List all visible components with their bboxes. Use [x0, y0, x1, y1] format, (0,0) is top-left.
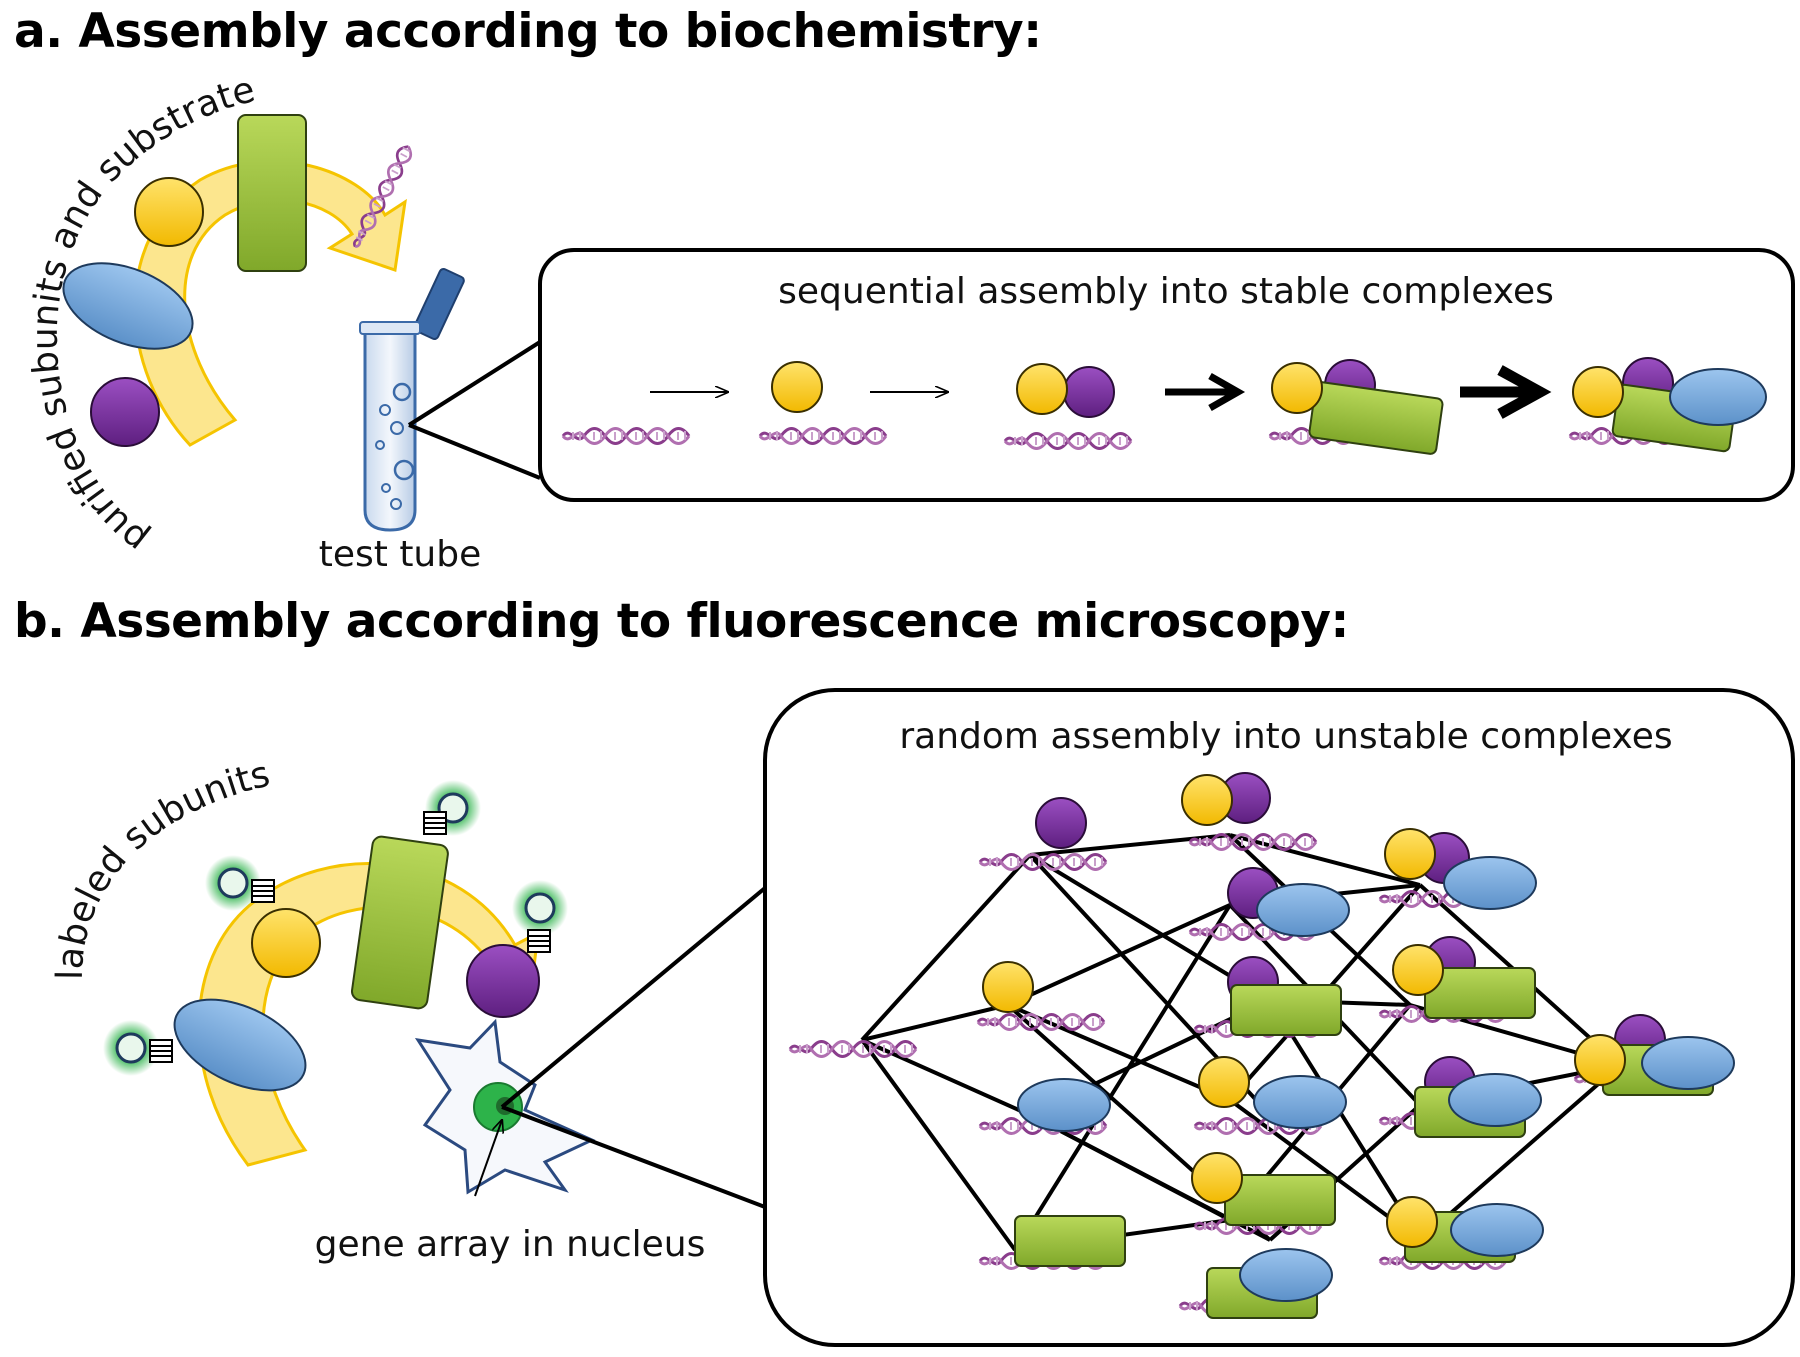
yellow-subunit-icon: [251, 908, 321, 978]
zoom-lines-a: [407, 340, 542, 480]
sequential-assembly-caption: sequential assembly into stable complexe…: [778, 271, 1554, 312]
step-4-complex: [1268, 359, 1444, 455]
test-tube-label: test tube: [319, 534, 482, 575]
curved-arrow-a: [133, 159, 407, 447]
panel-a-input-illustration: test tube purified subunits and substrat…: [25, 69, 481, 575]
panel-b-title: b. Assembly according to fluorescence mi…: [14, 594, 1349, 649]
yellow-subunit-icon: [134, 177, 204, 247]
purple-subunit-icon: [90, 377, 160, 447]
zoom-lines-b: [500, 886, 767, 1209]
fluorescent-label-icon: [205, 855, 275, 911]
random-assembly-box: random assembly into unstable complexes: [763, 688, 1795, 1347]
step-arrow-4: [1460, 365, 1552, 419]
step-arrow-3: [1165, 372, 1246, 412]
fluorescent-label-icon: [512, 880, 568, 953]
blue-subunit-icon: [62, 262, 194, 350]
fluorescent-label-icon: [103, 1020, 173, 1076]
gene-array-label: gene array in nucleus: [315, 1224, 706, 1265]
green-subunit-icon: [350, 835, 449, 1010]
panel-b-input-illustration: gene array in nucleus labeled subunits: [50, 754, 705, 1265]
purple-subunit-icon: [466, 944, 540, 1018]
blue-subunit-icon: [173, 998, 307, 1092]
random-assembly-caption: random assembly into unstable complexes: [899, 716, 1672, 757]
test-tube-icon: [359, 268, 465, 532]
sequential-assembly-box: sequential assembly into stable complexe…: [538, 248, 1795, 502]
green-subunit-icon: [237, 114, 307, 272]
panel-a-title: a. Assembly according to biochemistry:: [14, 4, 1042, 59]
nucleus-pointer: [474, 1120, 502, 1197]
fluorescent-label-icon: [423, 780, 481, 836]
step-5-complex: [1568, 357, 1767, 453]
